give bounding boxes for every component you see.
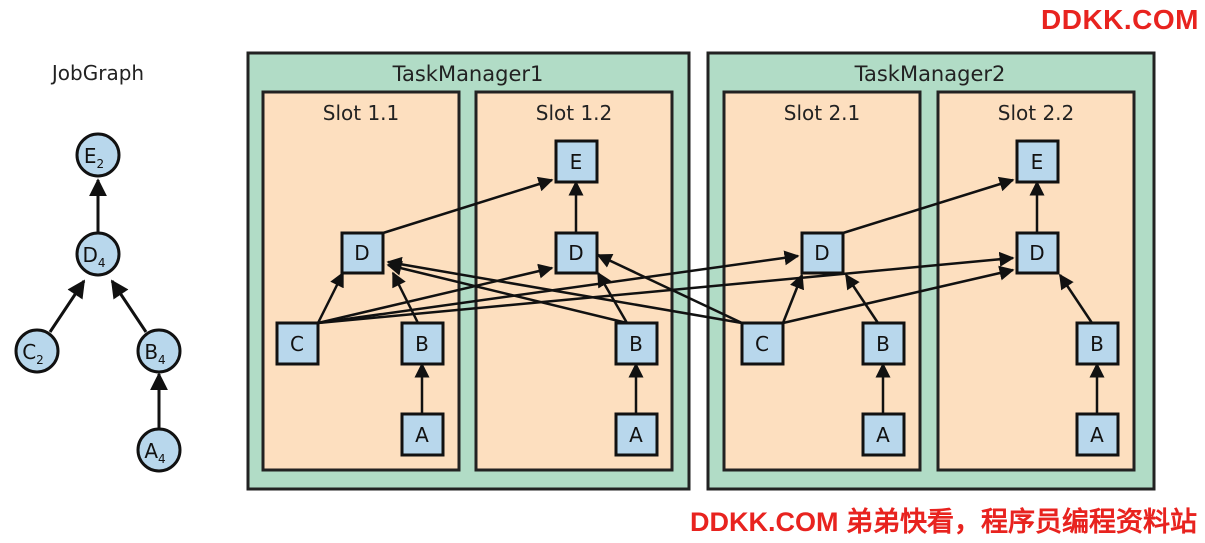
edge-c21-d12 — [596, 253, 743, 325]
task-d-slot-2-2: D — [1015, 231, 1060, 275]
svg-text:D: D — [814, 241, 829, 265]
jobgraph: JobGraph E2 D4 C2 B4 A4 — [14, 61, 182, 473]
jobgraph-node-b: B4 — [136, 328, 182, 374]
task-boxes: D C B A E D B A — [275, 139, 1120, 457]
svg-text:D4: D4 — [82, 243, 105, 270]
svg-text:B: B — [415, 332, 429, 356]
task-b-slot-1-1: B — [400, 321, 445, 366]
taskmanager-1-title: TaskManager1 — [392, 62, 544, 86]
svg-text:C: C — [755, 332, 769, 356]
svg-text:A: A — [415, 423, 429, 447]
watermark-bottom: DDKK.COM 弟弟快看，程序员编程资料站 — [690, 507, 1197, 537]
svg-text:E2: E2 — [84, 144, 104, 171]
task-e-slot-2-2: E — [1015, 139, 1060, 184]
jobgraph-edges — [48, 178, 168, 428]
jobgraph-node-d: D4 — [75, 231, 121, 277]
slot-2-1-title: Slot 2.1 — [784, 101, 861, 125]
edge-b22-d22 — [1058, 273, 1094, 324]
task-d-slot-1-2: D — [554, 231, 599, 275]
slot-2-2-title: Slot 2.2 — [998, 101, 1075, 125]
slot-1-1-title: Slot 1.1 — [323, 101, 400, 125]
edge-b-to-d — [110, 279, 148, 333]
task-d-slot-1-1: D — [340, 231, 385, 275]
task-b-slot-2-1: B — [861, 321, 906, 366]
edge-d21-e22 — [842, 176, 1015, 235]
jobgraph-node-e: E2 — [75, 132, 121, 178]
edge-c21-d22 — [782, 265, 1015, 325]
task-edges — [316, 176, 1105, 414]
svg-text:C2: C2 — [22, 340, 44, 367]
svg-text:E: E — [570, 150, 583, 174]
edge-b12-d12 — [596, 271, 629, 324]
edge-b12-d11 — [386, 260, 628, 325]
jobgraph-node-c: C2 — [14, 328, 60, 374]
svg-text:A: A — [1090, 423, 1104, 447]
svg-text:C: C — [290, 332, 304, 356]
task-b-slot-1-2: B — [614, 321, 659, 366]
svg-text:A: A — [629, 423, 643, 447]
task-a-slot-1-2: A — [614, 412, 659, 457]
edge-c21-d21 — [781, 273, 805, 324]
svg-text:D: D — [354, 241, 369, 265]
svg-text:B4: B4 — [144, 340, 165, 367]
edge-b11-d11 — [391, 271, 420, 324]
slot-1-2-title: Slot 1.2 — [536, 101, 613, 125]
task-a-slot-2-1: A — [861, 412, 906, 457]
edge-c21-d11 — [386, 256, 743, 325]
edge-c11-d11 — [316, 271, 345, 324]
edge-d11-e12 — [382, 176, 554, 235]
jobgraph-title: JobGraph — [50, 61, 144, 85]
jobgraph-node-a: A4 — [136, 427, 182, 473]
task-c-slot-2-1: C — [740, 321, 785, 366]
svg-text:A: A — [876, 423, 890, 447]
task-e-slot-1-2: E — [554, 139, 599, 184]
svg-text:D: D — [568, 241, 583, 265]
task-c-slot-1-1: C — [275, 321, 320, 366]
edge-c11-d21 — [317, 250, 800, 325]
task-b-slot-2-2: B — [1075, 321, 1120, 366]
task-a-slot-2-2: A — [1075, 412, 1120, 457]
svg-text:E: E — [1031, 150, 1044, 174]
edge-c11-d22 — [317, 251, 1015, 325]
edge-c-to-d — [48, 279, 86, 333]
watermark-top: DDKK.COM — [1041, 4, 1199, 35]
svg-text:D: D — [1029, 241, 1044, 265]
task-a-slot-1-1: A — [400, 412, 445, 457]
taskmanager-2-title: TaskManager2 — [854, 62, 1006, 86]
svg-text:A4: A4 — [144, 439, 165, 466]
svg-text:B: B — [1090, 332, 1104, 356]
edge-b21-d21 — [844, 273, 880, 324]
task-d-slot-2-1: D — [800, 231, 845, 275]
edge-c11-d12 — [317, 263, 554, 325]
svg-text:B: B — [629, 332, 643, 356]
svg-text:B: B — [876, 332, 890, 356]
